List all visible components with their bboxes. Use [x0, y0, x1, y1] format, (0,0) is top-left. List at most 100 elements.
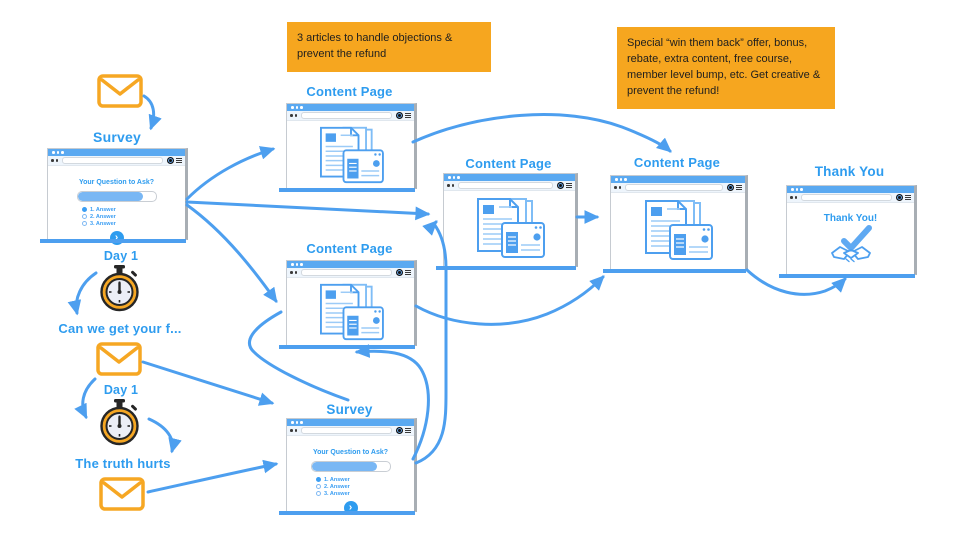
content-page-a-window[interactable] [279, 103, 417, 192]
avatar-icon [556, 181, 564, 190]
stopwatch-icon[interactable] [97, 264, 142, 314]
radio-icon [315, 490, 321, 497]
window-dot-icon [300, 263, 303, 266]
window-dot-icon [624, 178, 627, 181]
back-icon [290, 271, 293, 274]
browser-toolbar [48, 156, 185, 166]
content-page-c-window[interactable] [436, 173, 578, 270]
back-icon [790, 196, 793, 199]
url-bar [301, 112, 392, 119]
url-bar [301, 269, 392, 276]
radio-icon [315, 483, 321, 490]
thank-you-message: Thank You! [823, 213, 878, 224]
day1-label-first: Day 1 [103, 249, 139, 263]
content-page-b-window[interactable] [279, 260, 417, 349]
truth-email-label: The truth hurts [75, 456, 171, 471]
articles-icon [476, 198, 545, 258]
window-dot-icon [615, 178, 618, 181]
feedback-email-label: Can we get your f... [58, 321, 182, 336]
window-titlebar [287, 261, 414, 268]
window-titlebar [287, 419, 414, 426]
window-dot-icon [457, 176, 460, 179]
back-icon [290, 429, 293, 432]
radio-icon [315, 476, 321, 483]
avatar-icon [726, 183, 734, 192]
browser-toolbar [287, 268, 414, 278]
window-dot-icon [291, 263, 294, 266]
survey-window-bottom[interactable]: Your Question to Ask? 1. Answer 2. Answe… [279, 418, 417, 515]
url-bar [625, 184, 723, 191]
window-bottom-bar [40, 239, 186, 243]
arrow-stopwatch2-to-truth [147, 417, 182, 454]
articles-icon [645, 200, 713, 260]
content-page-d-label: Content Page [633, 155, 721, 170]
stopwatch-icon[interactable] [97, 398, 142, 448]
avatar-icon [395, 111, 403, 120]
radio-icon [81, 213, 87, 220]
window-dot-icon [800, 188, 803, 191]
hamburger-menu-icon [566, 183, 572, 188]
survey-top-label: Survey [93, 129, 141, 145]
arrow-content-a-to-content-d [411, 113, 672, 153]
callout-winback-offer[interactable]: Special “win them back” offer, bonus, re… [617, 27, 835, 109]
browser-toolbar [287, 111, 414, 121]
envelope-icon[interactable] [96, 342, 142, 376]
envelope-icon[interactable] [99, 477, 145, 511]
callout-objection-articles[interactable]: 3 articles to handle objections & preven… [287, 22, 491, 72]
content-page-d-window[interactable] [603, 175, 748, 273]
avatar-icon [166, 156, 174, 165]
window-dot-icon [295, 421, 298, 424]
hamburger-menu-icon [405, 428, 411, 433]
window-titlebar [48, 149, 185, 156]
envelope-icon[interactable] [97, 74, 143, 108]
survey-question: Your Question to Ask? [312, 449, 389, 456]
handshake-check-icon [830, 225, 872, 263]
arrow-survey2-to-content-c [414, 220, 448, 465]
forward-icon [294, 114, 297, 117]
window-bottom-bar [436, 266, 576, 270]
forward-icon [451, 184, 454, 187]
window-dot-icon [300, 421, 303, 424]
answer-option: 3. Answer [90, 220, 116, 227]
window-dot-icon [795, 188, 798, 191]
back-icon [614, 186, 617, 189]
arrow-survey-to-content-b [185, 203, 278, 303]
content-page-c-label: Content Page [465, 156, 552, 171]
url-bar [62, 157, 163, 164]
forward-icon [294, 271, 297, 274]
back-icon [290, 114, 293, 117]
answer-option: 2. Answer [90, 213, 116, 220]
window-dot-icon [52, 151, 55, 154]
arrow-content-b-to-content-d [414, 275, 605, 326]
window-bottom-bar [603, 269, 746, 273]
avatar-icon [895, 193, 903, 202]
forward-icon [294, 429, 297, 432]
articles-icon [319, 126, 384, 184]
window-dot-icon [291, 421, 294, 424]
url-bar [301, 427, 392, 434]
radio-icon [81, 206, 87, 213]
answer-option: 1. Answer [90, 206, 116, 213]
thank-you-label: Thank You [814, 164, 885, 179]
content-page-a-label: Content Page [306, 84, 393, 99]
arrow-email1-to-survey [142, 94, 162, 131]
back-icon [447, 184, 450, 187]
window-titlebar [444, 174, 575, 181]
window-dot-icon [56, 151, 59, 154]
answer-option: 1. Answer [324, 476, 350, 483]
thank-you-window[interactable]: Thank You! [779, 185, 917, 278]
window-titlebar [611, 176, 745, 183]
hamburger-menu-icon [905, 195, 911, 200]
radio-icon [81, 220, 87, 227]
window-dot-icon [452, 176, 455, 179]
browser-toolbar [287, 426, 414, 436]
window-dot-icon [448, 176, 451, 179]
day1-label-second: Day 1 [103, 383, 139, 397]
forward-icon [794, 196, 797, 199]
window-dot-icon [291, 106, 294, 109]
window-titlebar [787, 186, 914, 193]
back-icon [51, 159, 54, 162]
survey-window-top[interactable]: Your Question to Ask? 1. Answer 2. Answe… [40, 148, 188, 245]
browser-toolbar [611, 183, 745, 193]
